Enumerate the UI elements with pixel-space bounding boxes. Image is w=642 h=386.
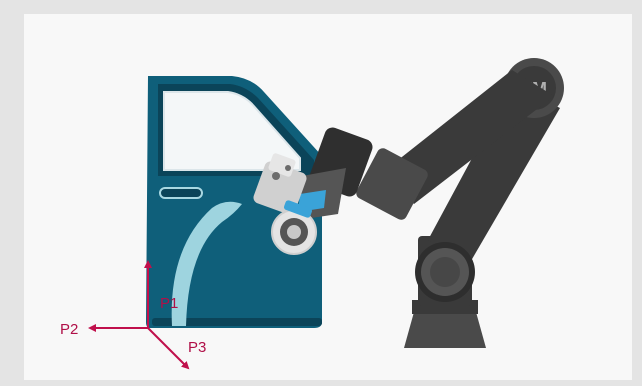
robot-base [404,312,486,348]
door-handle [160,188,202,198]
axis-p2-label: P2 [60,321,78,338]
axis-p3-label: P3 [188,339,206,356]
axis-p1-label: P1 [160,295,178,312]
